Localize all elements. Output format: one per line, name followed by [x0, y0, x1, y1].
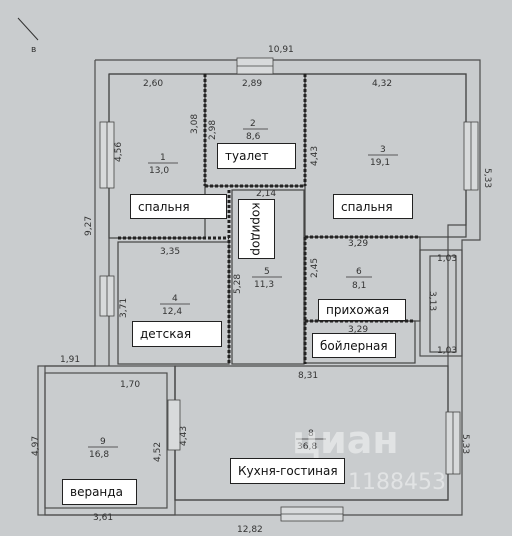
room8-number: 8 — [308, 429, 314, 439]
room1-number: 1 — [160, 153, 166, 163]
room5-width: 2,14 — [256, 189, 276, 199]
room4-area: 12,4 — [162, 307, 182, 317]
room7-width: 3,29 — [348, 325, 368, 335]
north-mark: в — [31, 45, 36, 55]
porch-bottom: 1,03 — [437, 346, 457, 356]
room8-width: 8,31 — [298, 371, 318, 381]
room2-area: 8,6 — [246, 132, 261, 142]
room9-area: 16,8 — [89, 450, 109, 460]
veranda-width: 3,61 — [93, 513, 113, 523]
porch-width: 1,03 — [437, 254, 457, 264]
room5-height: 5,28 — [233, 274, 243, 294]
label-kitchen-living: Кухня-гостиная — [230, 458, 345, 484]
room5-number: 5 — [264, 267, 270, 277]
windows — [99, 57, 479, 522]
dim-bottom: 12,82 — [237, 525, 263, 535]
label-bedroom-3: спальня — [333, 194, 413, 219]
interior-walls — [108, 73, 467, 501]
room1-height: 4,56 — [114, 142, 124, 162]
room6-height: 2,45 — [310, 258, 320, 278]
room6-width: 3,29 — [348, 239, 368, 249]
room1-width: 2,60 — [143, 79, 163, 89]
dim-top: 10,91 — [268, 45, 294, 55]
dim-left-mid: 9,27 — [84, 216, 94, 236]
label-hallway: прихожая — [318, 299, 406, 321]
label-veranda: веранда — [62, 479, 137, 505]
label-bedroom-1: спальня — [130, 194, 227, 219]
room2-height: 2,98 — [208, 120, 218, 140]
room6-number: 6 — [356, 267, 362, 277]
veranda-inner: 1,70 — [120, 380, 140, 390]
veranda-top: 1,91 — [60, 355, 80, 365]
room4-number: 4 — [172, 294, 178, 304]
room3-number: 3 — [380, 145, 386, 155]
room9-number: 9 — [100, 437, 106, 447]
room3-area: 19,1 — [370, 158, 390, 168]
label-nursery: детская — [132, 321, 222, 347]
label-boiler: бойлерная — [312, 333, 396, 358]
room5-area: 11,3 — [254, 280, 274, 290]
label-corridor: коридор — [238, 199, 275, 259]
label-toilet: туалет — [217, 143, 296, 169]
room2-number: 2 — [250, 119, 256, 129]
north-arrow-line — [17, 17, 39, 41]
dim-right-lower: 5,33 — [460, 434, 470, 454]
room3-height: 4,43 — [310, 146, 320, 166]
porch-height: 3,13 — [427, 291, 437, 311]
veranda-side: 4,52 — [153, 442, 163, 462]
room4-width: 3,35 — [160, 247, 180, 257]
room8-height: 4,43 — [179, 426, 189, 446]
room2-width: 2,89 — [242, 79, 262, 89]
dim-right-upper: 5,33 — [482, 168, 492, 188]
watermark-id: 1188453 — [348, 470, 446, 495]
room6-area: 8,1 — [352, 281, 366, 291]
room1-inner: 3,08 — [190, 114, 200, 134]
room8-area: 36,8 — [297, 442, 317, 452]
room4-height: 3,71 — [119, 298, 129, 318]
watermark-brand: циан — [292, 418, 399, 462]
room1-area: 13,0 — [149, 166, 169, 176]
hatched-partitions — [118, 74, 420, 364]
room3-width: 4,32 — [372, 79, 392, 89]
veranda-height: 4,97 — [31, 436, 41, 456]
